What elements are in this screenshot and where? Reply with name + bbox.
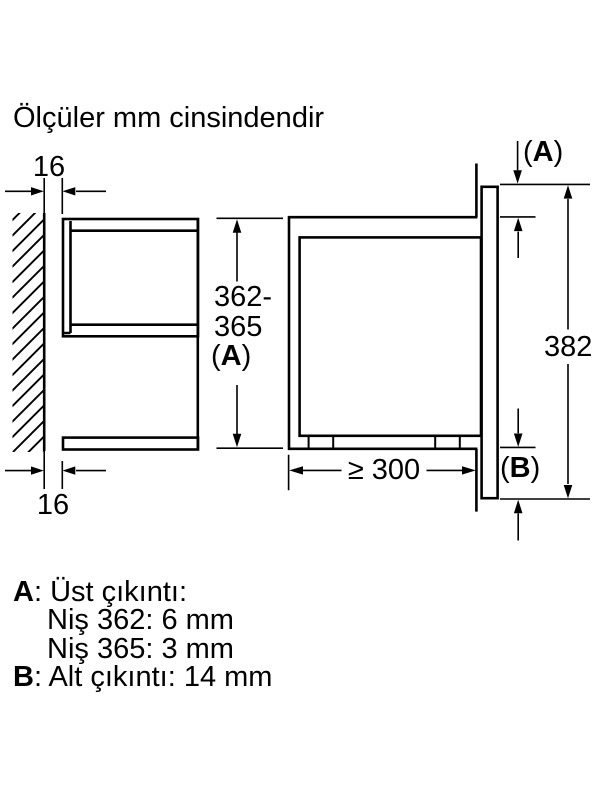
- letter-b: B: [509, 452, 531, 484]
- niche-cross-section: [287, 163, 499, 512]
- dim-label-niche-height-1: 362-: [214, 281, 273, 313]
- arrow-right-icon: [31, 466, 44, 475]
- appliance-in-niche: [298, 236, 483, 438]
- arrow-down-icon: [232, 433, 242, 448]
- arrow-down-icon: [563, 485, 573, 499]
- legend-text-b: : Alt çıkıntı: 14 mm: [33, 661, 273, 693]
- page-title: Ölçüler mm cinsindendir: [13, 102, 325, 134]
- legend-key-a: A: [13, 576, 34, 608]
- dim-label-niche-height-2: 365: [214, 311, 263, 343]
- dim-niche-depth: [287, 454, 476, 491]
- dim-wall-gap-top: [5, 178, 106, 214]
- dim-label-niche-height-letter: (A): [211, 342, 251, 371]
- paren-open: (: [211, 340, 221, 372]
- arrow-up-icon: [232, 219, 242, 233]
- dim-lines: [500, 199, 590, 500]
- dim-label-overhang-bottom: (B): [500, 454, 540, 483]
- arrow-up-icon: [513, 499, 523, 514]
- dim-wall-gap-bottom: [5, 451, 106, 489]
- dim-overhang-top: [500, 141, 590, 258]
- dim-label-niche-depth: ≥ 300: [347, 454, 421, 486]
- legend-item-a-line1: Niş 362: 6 mm: [47, 604, 234, 636]
- arrow-down-icon: [513, 170, 522, 184]
- arrow-left-icon: [289, 466, 303, 475]
- appliance-foot-right: [434, 434, 461, 450]
- legend-item-b: B: Alt çıkıntı: 14 mm: [13, 663, 272, 692]
- appliance-body-outline: [61, 217, 200, 338]
- legend-key-b: B: [13, 661, 34, 693]
- arrow-right-icon: [31, 187, 44, 196]
- dim-lines: [500, 408, 536, 541]
- paren-close: ): [530, 452, 541, 484]
- dim-overhang-bottom: [500, 408, 536, 541]
- dim-lines: [500, 141, 590, 258]
- paren-close: ): [241, 340, 252, 372]
- dim-label-wall-gap-bottom: 16: [36, 489, 70, 521]
- front-frame-flange: [480, 185, 499, 500]
- dim-label-wall-gap-top: 16: [32, 151, 66, 183]
- cabinet-niche-outline: [287, 163, 478, 512]
- wall-hatching: [12, 213, 44, 452]
- dim-lines: [216, 217, 283, 449]
- paren-close: ): [553, 136, 564, 168]
- legend-text-a: : Üst çıkıntı:: [33, 576, 188, 608]
- dim-lines: [287, 454, 463, 491]
- arrow-left-icon: [62, 466, 76, 475]
- arrow-down-icon: [513, 433, 523, 447]
- legend-item-a: A: Üst çıkıntı:: [13, 578, 187, 607]
- appliance-door-lip: [63, 221, 198, 335]
- dim-label-overhang-top: (A): [523, 138, 563, 167]
- arrow-up-icon: [513, 217, 523, 232]
- paren-open: (: [523, 136, 533, 168]
- legend-item-a-line2: Niş 365: 3 mm: [47, 633, 234, 665]
- dim-lines: [5, 178, 106, 214]
- arrow-right-icon: [462, 466, 476, 475]
- arrow-left-icon: [62, 187, 76, 196]
- letter-a: A: [220, 340, 242, 372]
- appliance-base-bar: [61, 436, 200, 451]
- dim-lines: [5, 451, 106, 489]
- arrow-up-icon: [563, 185, 573, 199]
- appliance-foot-left: [307, 434, 335, 450]
- side-view-wall-clearance: [12, 213, 200, 452]
- paren-open: (: [500, 452, 510, 484]
- dim-niche-height: [216, 217, 283, 449]
- letter-a: A: [532, 136, 554, 168]
- dim-front-frame-height: [500, 185, 590, 500]
- dim-label-front-frame-height: 382: [544, 331, 593, 363]
